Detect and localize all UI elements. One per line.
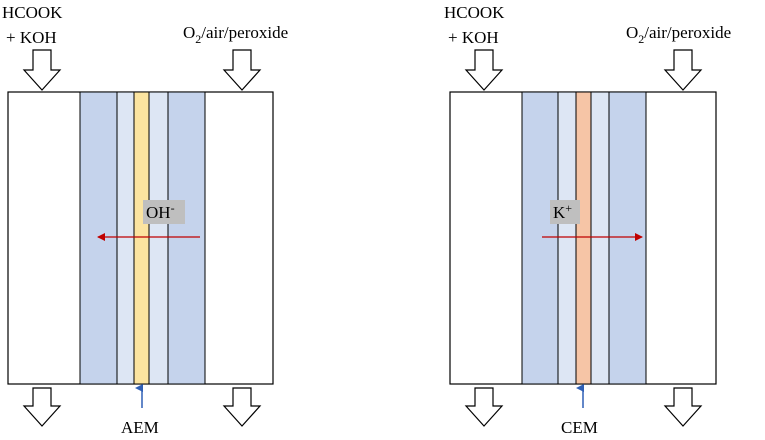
cathode-gde: [167, 91, 206, 385]
cathode-catalyst-layer: [590, 91, 610, 385]
oxidant-o: O: [626, 23, 638, 42]
fuel-inlet-arrow-icon: [464, 49, 504, 91]
cem-cell: HCOOK + KOH O2/air/peroxide K+ CEM: [444, 3, 731, 437]
aem-cell: HCOOK + KOH O2/air/peroxide OH- AEM: [2, 3, 288, 437]
anode-gde: [79, 91, 118, 385]
fuel-label-line1: HCOOK: [444, 3, 505, 22]
fuel-outlet-arrow-icon: [464, 387, 504, 427]
oxidant-inlet-arrow-icon: [222, 49, 262, 91]
cathode-gde: [608, 91, 647, 385]
oxidant-subscript: 2: [638, 32, 644, 46]
ion-label-background: [143, 200, 185, 224]
oxidant-o: O: [183, 23, 195, 42]
fuel-label-line2: + KOH: [448, 28, 499, 47]
ion-label: OH-: [146, 201, 175, 222]
fuel-label-line1: HCOOK: [2, 3, 63, 22]
oxidant-rest: /air/peroxide: [644, 23, 731, 42]
anode-catalyst-layer: [557, 91, 577, 385]
membrane-label: AEM: [121, 418, 159, 437]
ion-base: OH: [146, 203, 171, 222]
fuel-inlet-arrow-icon: [22, 49, 62, 91]
oxidant-label: O2/air/peroxide: [626, 23, 731, 46]
ion-superscript: -: [171, 201, 175, 215]
oxidant-rest: /air/peroxide: [201, 23, 288, 42]
ion-label-background: [550, 200, 580, 224]
ion-label: K+: [553, 201, 572, 222]
anode-gde: [521, 91, 559, 385]
fuel-outlet-arrow-icon: [22, 387, 62, 427]
ion-base: K: [553, 203, 566, 222]
oxidant-inlet-arrow-icon: [663, 49, 703, 91]
ion-superscript: +: [565, 201, 572, 215]
oxidant-label: O2/air/peroxide: [183, 23, 288, 46]
membrane-cem: [575, 91, 592, 385]
cathode-catalyst-layer: [148, 91, 169, 385]
fuel-label-line2: + KOH: [6, 28, 57, 47]
membrane-label: CEM: [561, 418, 598, 437]
oxidant-subscript: 2: [195, 32, 201, 46]
membrane-aem: [133, 91, 150, 385]
oxidant-outlet-arrow-icon: [663, 387, 703, 427]
oxidant-outlet-arrow-icon: [222, 387, 262, 427]
anode-catalyst-layer: [116, 91, 135, 385]
